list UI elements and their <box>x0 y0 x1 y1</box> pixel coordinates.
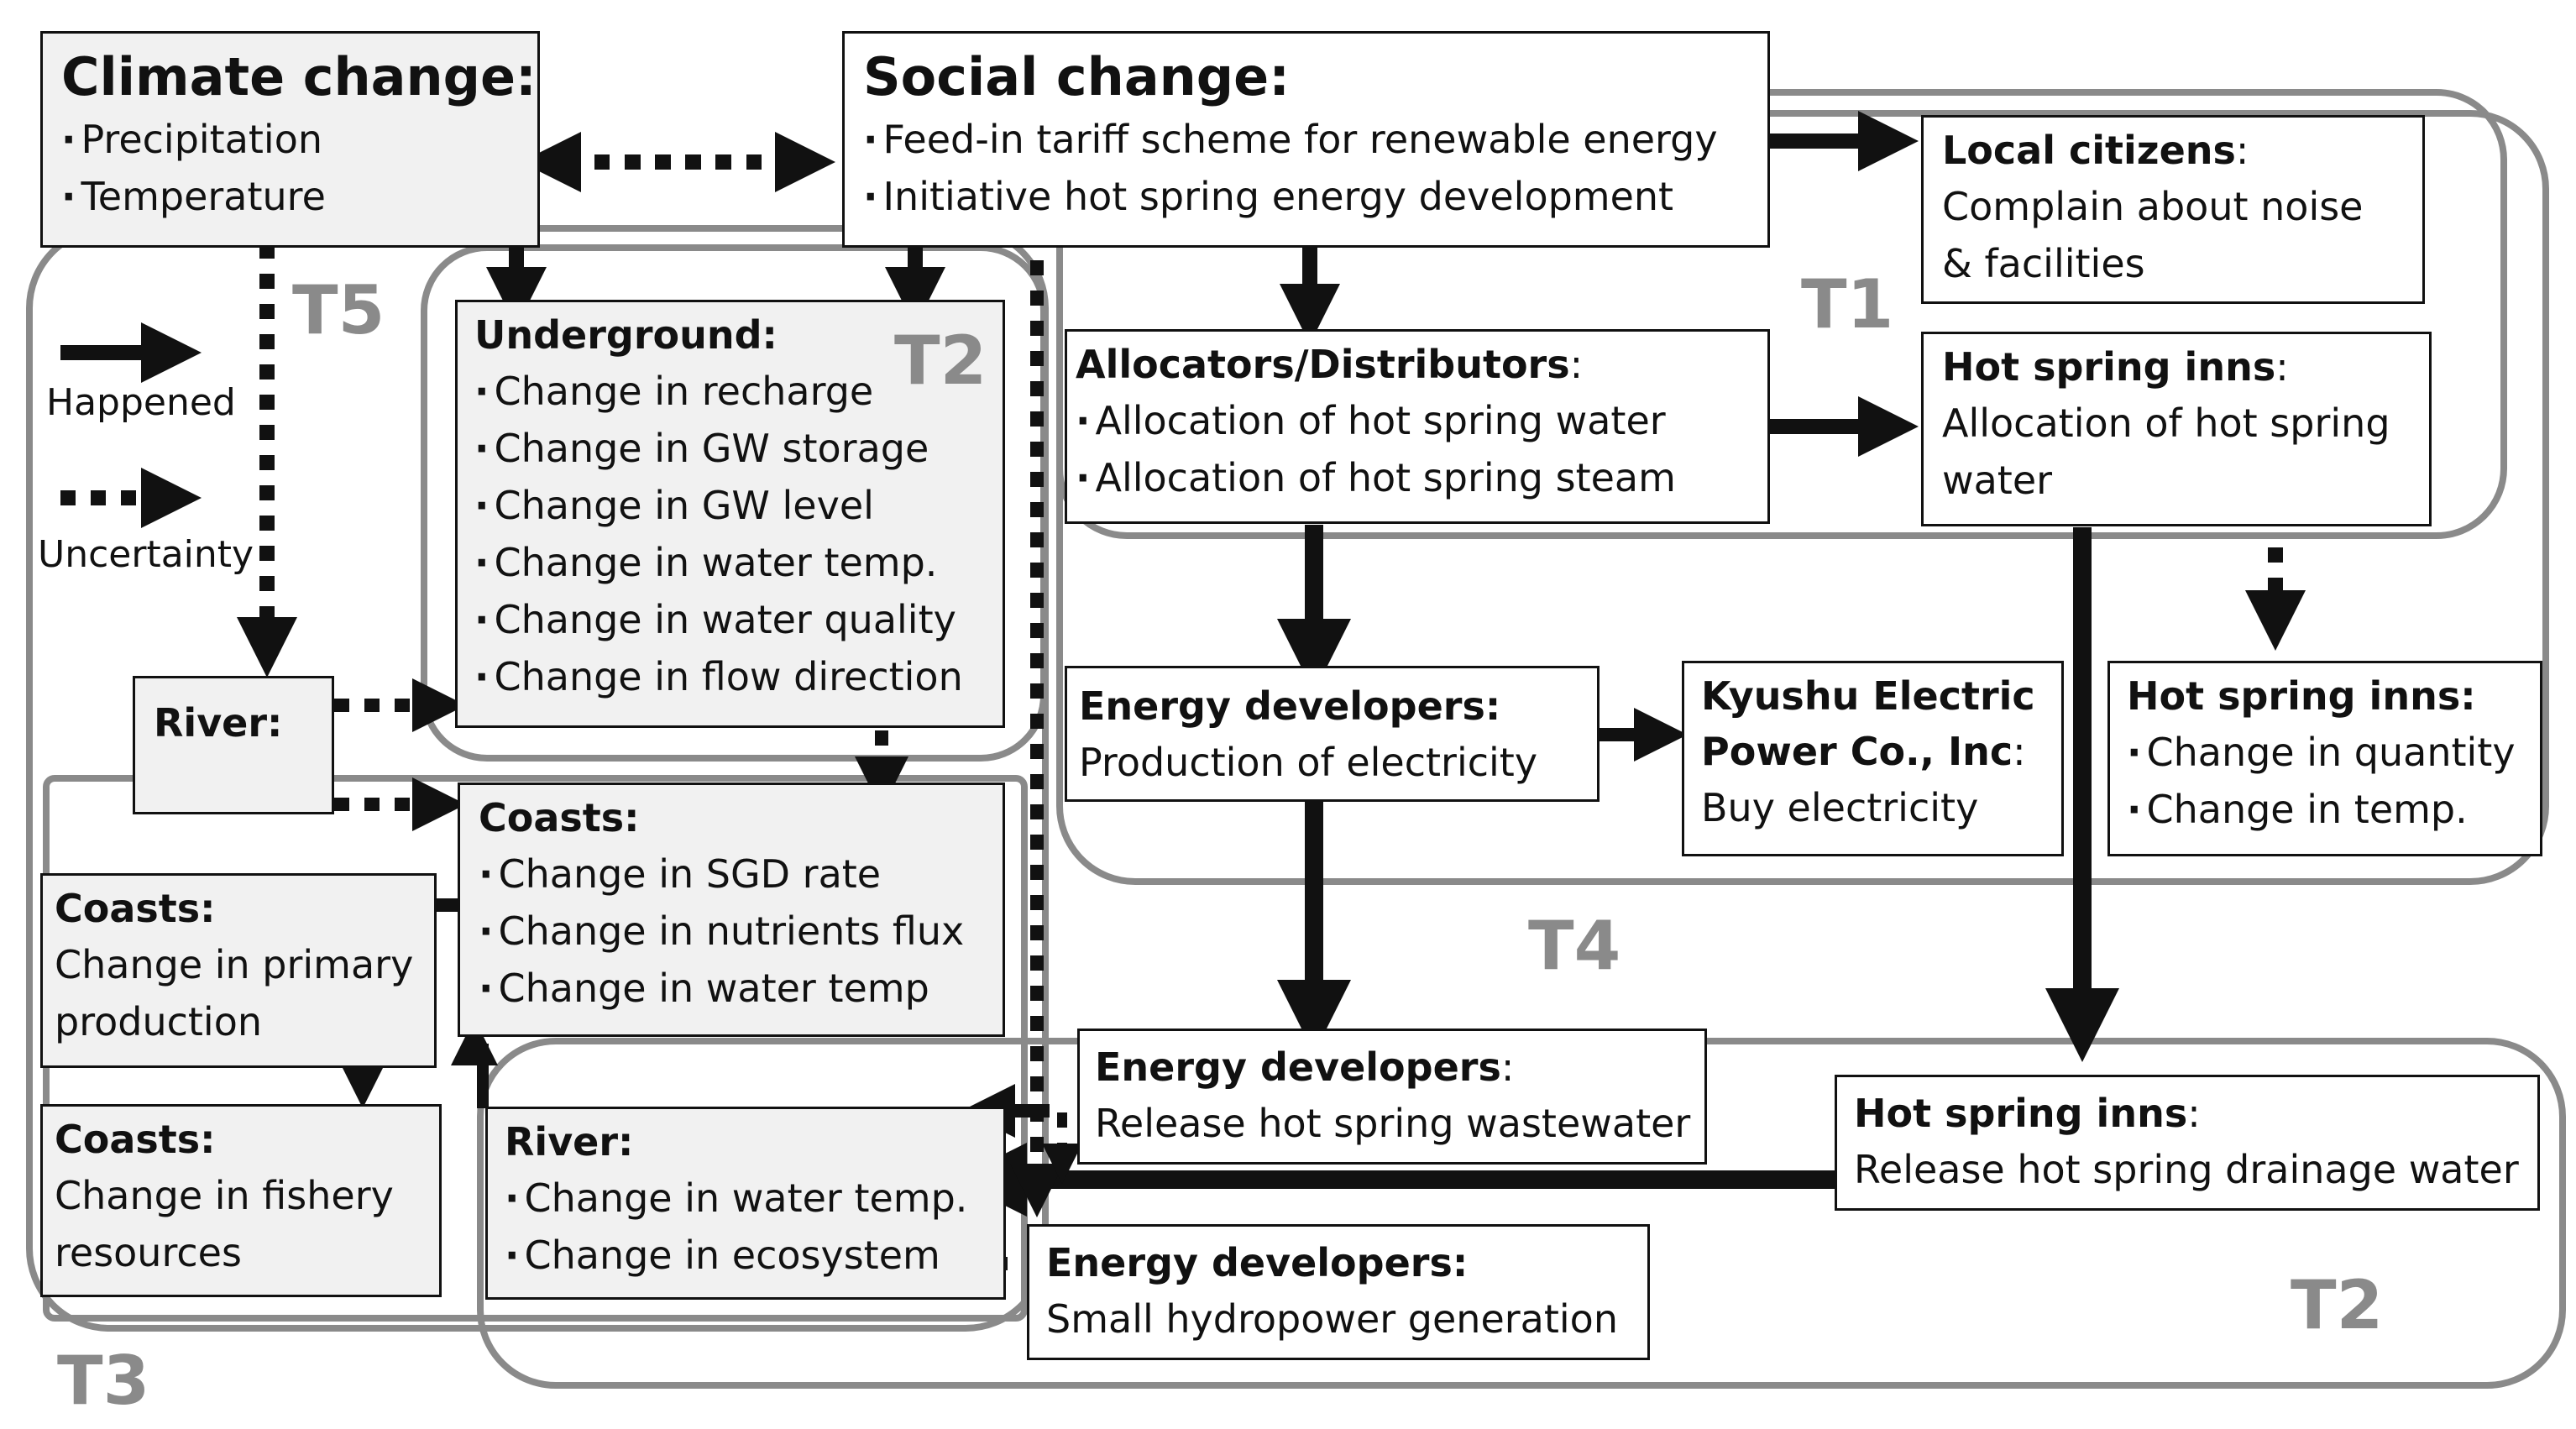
inns-drain-suffix: : <box>2187 1091 2201 1136</box>
theme-outline-t4 <box>1056 110 2549 885</box>
social-item: Initiative hot spring energy development <box>863 168 1749 225</box>
inns-change-item: Change in temp. <box>2127 781 2523 838</box>
box-energy-developers-electricity: Energy developers: Production of electri… <box>1065 666 1600 802</box>
box-river-top: River: <box>133 676 334 814</box>
theme-label-t2-lower: T2 <box>2291 1266 2384 1344</box>
legend-happened-label: Happened <box>46 381 236 424</box>
inns-drain-title: Hot spring inns <box>1854 1091 2188 1136</box>
underground-item: Change in water temp. <box>474 534 986 591</box>
box-coasts-fishery: Coasts: Change in fishery resources <box>40 1104 442 1297</box>
box-energy-developers-wastewater: Energy developers: Release hot spring wa… <box>1077 1029 1707 1165</box>
legend-uncertainty-label: Uncertainty <box>38 533 254 576</box>
energy-waste-line: Release hot spring wastewater <box>1095 1101 1691 1146</box>
box-climate-change: Climate change: Precipitation Temperatur… <box>40 31 540 248</box>
inns-change-title: Hot spring inns: <box>2127 673 2476 719</box>
energy-hydro-title: Energy developers: <box>1046 1240 1469 1285</box>
inns-alloc-title: Hot spring inns <box>1942 344 2276 390</box>
allocators-item: Allocation of hot spring steam <box>1076 449 1759 506</box>
underground-title: Underground: <box>474 312 778 358</box>
kyushu-title-line: Power Co., Inc <box>1701 729 2013 774</box>
coasts-fishery-line: resources <box>55 1230 242 1275</box>
social-item: Feed-in tariff scheme for renewable ener… <box>863 111 1749 168</box>
energy-waste-suffix: : <box>1500 1044 1515 1090</box>
climate-item: Temperature <box>61 168 519 225</box>
allocators-item: Allocation of hot spring water <box>1076 392 1759 449</box>
box-energy-developers-hydropower: Energy developers: Small hydropower gene… <box>1027 1224 1650 1360</box>
coasts-primary-title: Coasts: <box>55 886 216 931</box>
river-top-title: River: <box>154 700 283 746</box>
citizens-line: Complain about noise <box>1942 184 2364 229</box>
box-river-bottom: River: Change in water temp. Change in e… <box>485 1107 1006 1300</box>
allocators-suffix: : <box>1569 342 1584 387</box>
arrow-river-primary <box>451 1018 498 1108</box>
underground-item: Change in GW level <box>474 477 986 534</box>
theme-label-t2-upper: T2 <box>894 322 987 400</box>
theme-label-t3: T3 <box>57 1342 150 1420</box>
underground-item: Change in GW storage <box>474 420 986 477</box>
box-allocators-distributors: Allocators/Distributors: Allocation of h… <box>1065 329 1770 524</box>
box-coasts-sgd: Coasts: Change in SGD rate Change in nut… <box>458 783 1005 1037</box>
coasts-sgd-item: Change in water temp <box>479 960 984 1017</box>
inns-drain-line: Release hot spring drainage water <box>1854 1147 2519 1192</box>
underground-item: Change in recharge <box>474 363 986 420</box>
box-local-citizens: Local citizens: Complain about noise & f… <box>1921 115 2425 304</box>
theme-label-t5: T5 <box>292 271 385 349</box>
river-bottom-item: Change in ecosystem <box>505 1227 987 1284</box>
coasts-sgd-item: Change in nutrients flux <box>479 903 984 960</box>
box-underground: Underground: Change in recharge Change i… <box>455 300 1005 728</box>
box-coasts-primary-production: Coasts: Change in primary production <box>40 873 437 1068</box>
inns-change-item: Change in quantity <box>2127 724 2523 781</box>
river-bottom-title: River: <box>505 1119 634 1165</box>
box-social-change: Social change: Feed-in tariff scheme for… <box>842 31 1770 248</box>
citizens-line: & facilities <box>1942 241 2145 286</box>
theme-label-t4: T4 <box>1528 907 1621 985</box>
energy-elec-title: Energy developers: <box>1079 683 1501 729</box>
citizens-title: Local citizens <box>1942 128 2236 173</box>
box-kyushu-electric: Kyushu Electric Power Co., Inc: Buy elec… <box>1682 661 2064 856</box>
kyushu-line: Buy electricity <box>1701 785 1979 830</box>
coasts-fishery-title: Coasts: <box>55 1117 216 1162</box>
coasts-fishery-line: Change in fishery <box>55 1173 394 1218</box>
underground-item: Change in water quality <box>474 591 986 648</box>
social-title: Social change: <box>863 46 1291 107</box>
underground-item: Change in flow direction <box>474 648 986 705</box>
river-bottom-item: Change in water temp. <box>505 1170 987 1227</box>
energy-hydro-line: Small hydropower generation <box>1046 1296 1618 1342</box>
energy-waste-title: Energy developers <box>1095 1044 1501 1090</box>
inns-alloc-line: Allocation of hot spring <box>1942 400 2390 446</box>
inns-alloc-suffix: : <box>2275 344 2289 390</box>
coasts-primary-line: production <box>55 999 263 1044</box>
box-hot-spring-inns-drainage: Hot spring inns: Release hot spring drai… <box>1835 1075 2540 1211</box>
climate-title: Climate change: <box>61 46 537 107</box>
allocators-title: Allocators/Distributors <box>1076 342 1570 387</box>
coasts-primary-line: Change in primary <box>55 942 414 987</box>
energy-elec-line: Production of electricity <box>1079 740 1538 785</box>
coasts-sgd-item: Change in SGD rate <box>479 845 984 903</box>
kyushu-suffix: : <box>2013 729 2026 774</box>
inns-alloc-line: water <box>1942 458 2053 503</box>
coasts-sgd-title: Coasts: <box>479 795 640 840</box>
kyushu-title-line: Kyushu Electric <box>1701 673 2035 719</box>
climate-item: Precipitation <box>61 111 519 168</box>
box-hot-spring-inns-change: Hot spring inns: Change in quantity Chan… <box>2107 661 2542 856</box>
citizens-suffix: : <box>2235 128 2249 173</box>
theme-label-t1: T1 <box>1801 265 1894 343</box>
box-hot-spring-inns-allocation: Hot spring inns: Allocation of hot sprin… <box>1921 332 2432 526</box>
